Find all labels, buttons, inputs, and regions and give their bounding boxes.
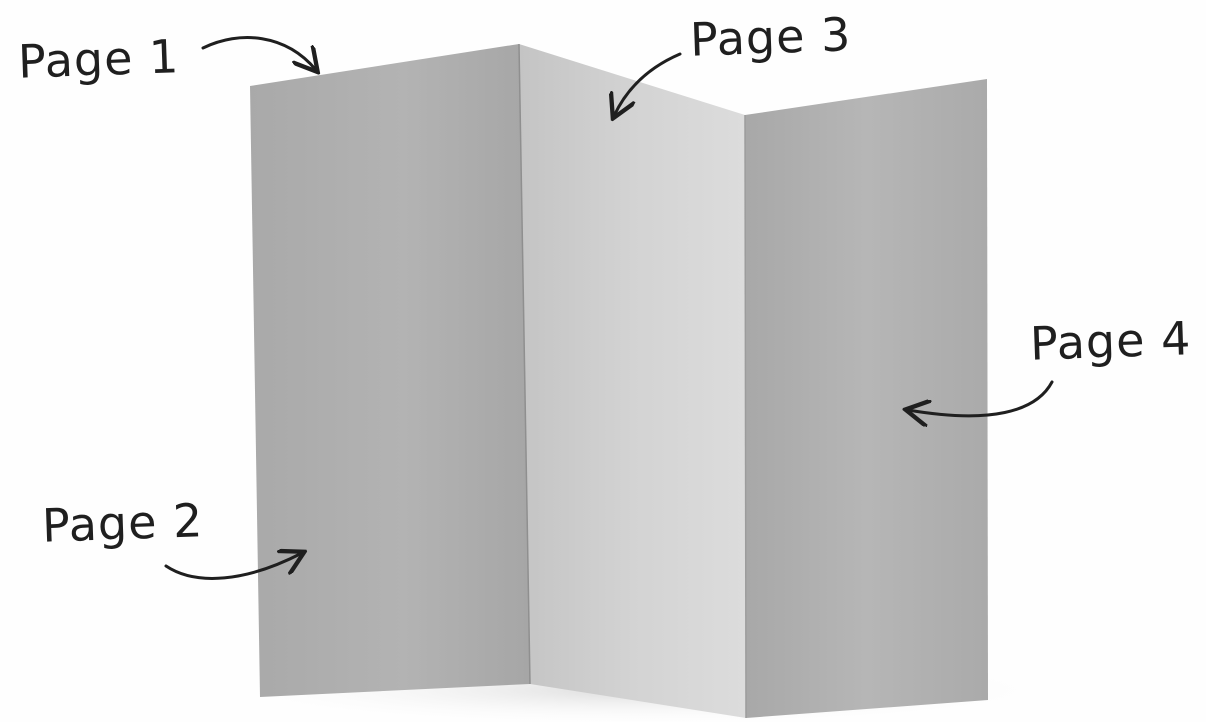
arrow-page-3 [614, 52, 682, 116]
arrow-page-2 [164, 553, 302, 580]
fold-crease-left [518, 43, 531, 685]
label-page-3: Page 3 [689, 7, 853, 67]
arrow-page-1 [201, 36, 316, 70]
label-page-1: Page 1 [17, 29, 181, 89]
label-page-4: Page 4 [1029, 311, 1193, 371]
panel-middle [519, 44, 746, 718]
fold-crease-right [744, 114, 747, 719]
label-page-2: Page 2 [41, 493, 205, 553]
arrow-page-4 [908, 380, 1054, 416]
panel-left [250, 44, 530, 697]
panel-right [745, 79, 988, 718]
